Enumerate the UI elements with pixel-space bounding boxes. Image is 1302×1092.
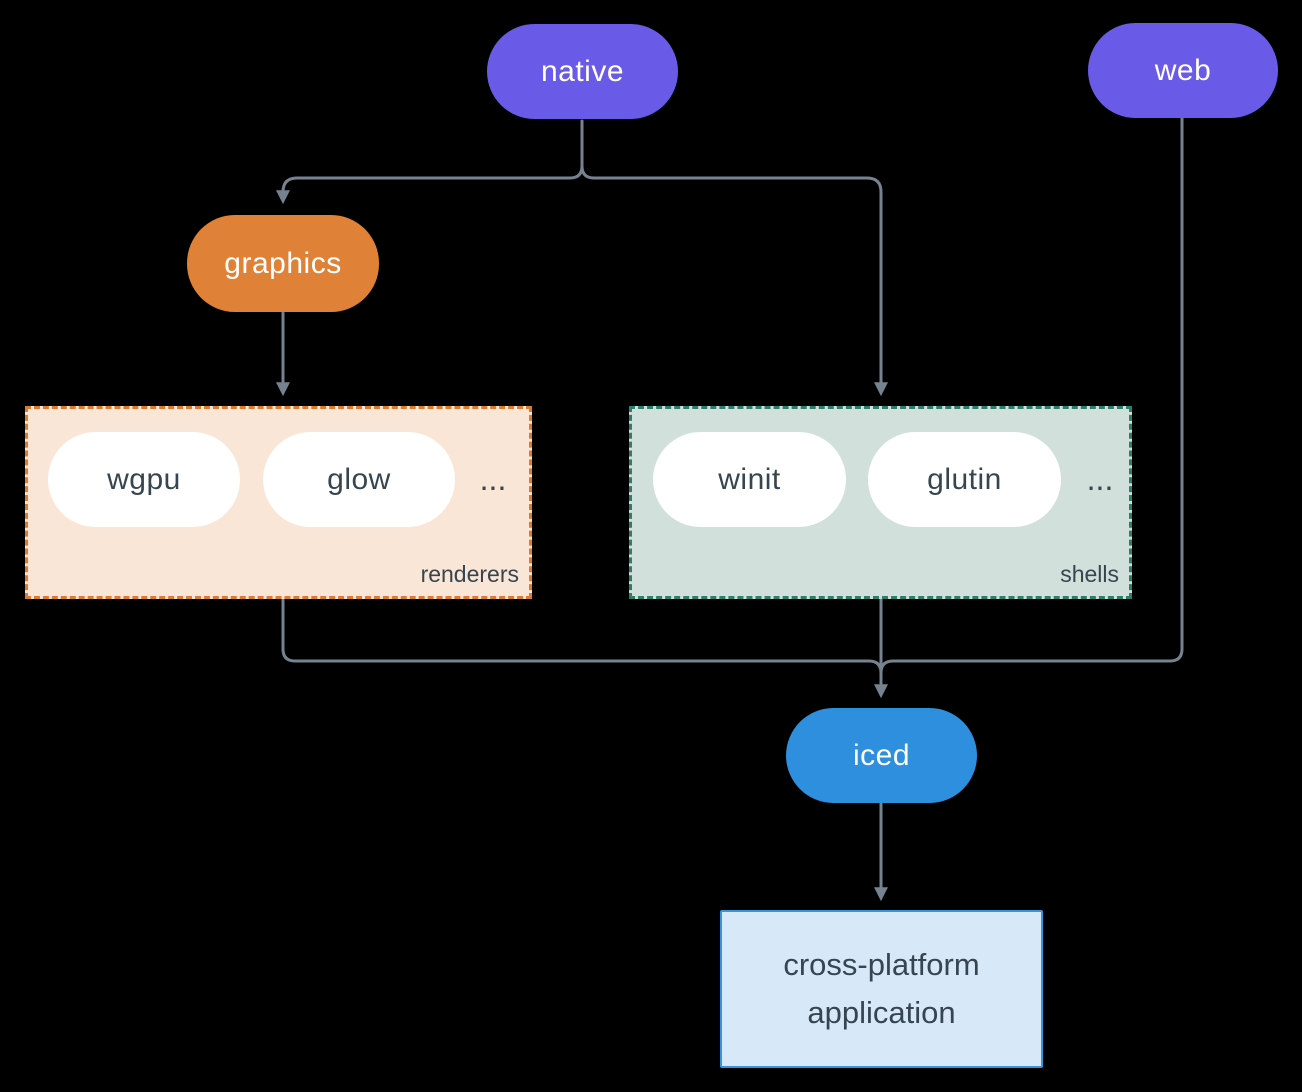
node-glutin: glutin	[868, 432, 1061, 527]
node-application: cross-platform application	[720, 910, 1043, 1068]
node-glutin-label: glutin	[927, 462, 1002, 496]
node-winit: winit	[653, 432, 846, 527]
node-glow-label: glow	[327, 462, 391, 496]
group-shells: winit glutin ... shells	[629, 406, 1132, 599]
group-renderers-label: renderers	[420, 561, 519, 587]
node-web: web	[1088, 23, 1278, 118]
node-wgpu: wgpu	[48, 432, 240, 527]
node-graphics-label: graphics	[224, 246, 342, 280]
node-web-label: web	[1154, 53, 1212, 87]
node-application-line2: application	[807, 995, 956, 1030]
shells-ellipsis: ...	[1086, 461, 1114, 497]
node-graphics: graphics	[187, 215, 379, 312]
node-native-label: native	[540, 54, 625, 88]
group-renderers: wgpu glow ... renderers	[25, 406, 532, 599]
node-winit-label: winit	[718, 462, 781, 496]
node-glow: glow	[263, 432, 455, 527]
node-native: native	[487, 24, 678, 119]
edge-native-to-graphics	[276, 119, 584, 205]
edge-renderers-to-merge	[281, 597, 883, 675]
node-application-line1: cross-platform	[783, 947, 980, 982]
node-iced-label: iced	[852, 738, 911, 772]
node-wgpu-label: wgpu	[107, 462, 181, 496]
group-shells-label: shells	[1060, 561, 1119, 587]
edge-native-to-shells	[580, 164, 888, 397]
node-iced: iced	[786, 708, 977, 803]
renderers-ellipsis: ...	[479, 461, 507, 497]
